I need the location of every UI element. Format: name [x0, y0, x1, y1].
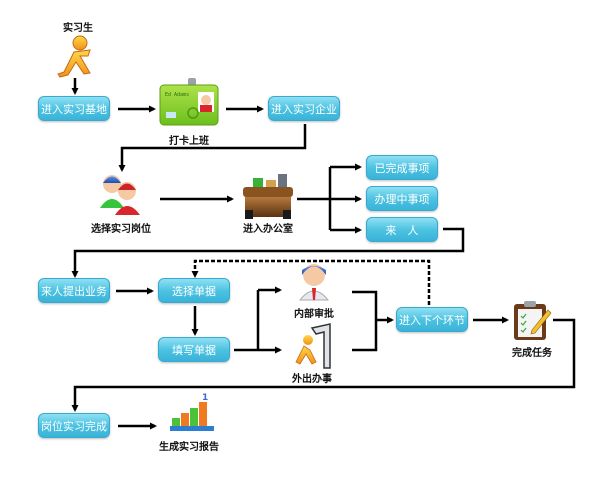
fill-form-box[interactable]: 填写单据	[158, 337, 230, 362]
arrow-visitor-to-request	[71, 227, 465, 278]
internship-done-box[interactable]: 岗位实习完成	[38, 413, 110, 438]
arrow-company-to-position	[118, 124, 307, 172]
approver-icon	[298, 264, 330, 301]
choose-form-box[interactable]: 选择单据	[158, 278, 230, 303]
id-card-name: Ed Adams	[165, 92, 189, 98]
door-runner-icon	[295, 323, 331, 369]
clipboard-icon	[514, 301, 552, 340]
visitor-box[interactable]: 来 人	[366, 217, 438, 242]
report-chart-icon: 1	[170, 393, 214, 431]
office-desk-icon	[243, 174, 293, 219]
intern-label: 实习生	[63, 23, 93, 34]
connector-approval-merge	[352, 290, 378, 352]
generate-report-label: 生成实习报告	[159, 442, 219, 453]
id-card-icon: Ed Adams	[159, 78, 219, 126]
arrow-task-done-to-complete	[71, 318, 576, 412]
enter-company-box[interactable]: 进入实习企业	[268, 96, 340, 121]
dashed-loop-back	[191, 259, 431, 305]
next-step-box[interactable]: 进入下个环节	[396, 307, 468, 332]
task-done-label: 完成任务	[512, 348, 552, 359]
runner-icon	[57, 35, 91, 78]
in-progress-items-box[interactable]: 办理中事项	[366, 186, 438, 211]
done-items-box[interactable]: 已完成事项	[366, 155, 438, 180]
visitor-request-box[interactable]: 来人提出业务	[38, 278, 110, 303]
enter-base-box[interactable]: 进入实习基地	[38, 96, 110, 121]
outside-errand-label: 外出办事	[292, 374, 332, 385]
internal-approval-label: 内部审批	[294, 309, 334, 320]
clock-in-label: 打卡上班	[169, 136, 209, 147]
people-icon	[100, 175, 140, 215]
choose-position-label: 选择实习岗位	[91, 224, 151, 235]
enter-office-label: 进入办公室	[243, 224, 293, 235]
svg-text:1: 1	[202, 393, 208, 403]
